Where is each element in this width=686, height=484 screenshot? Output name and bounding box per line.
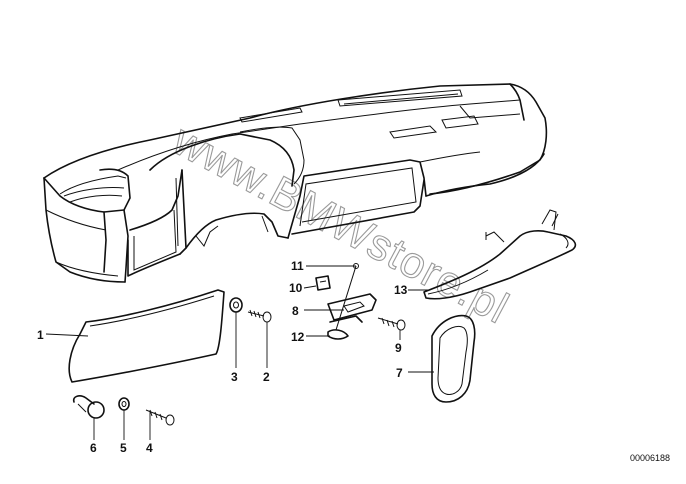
callout-10: 10 (289, 281, 303, 295)
dashboard-panel (43, 83, 548, 283)
screw-9 (377, 317, 406, 331)
screw-4 (145, 409, 175, 426)
nut-5 (118, 397, 130, 411)
nut-3 (229, 297, 243, 313)
callout-11: 11 (291, 259, 304, 273)
callout-1: 1 (37, 328, 44, 342)
callout-labels: 1 2 3 4 5 6 7 8 9 10 11 12 13 (37, 259, 408, 455)
screw-2 (247, 309, 272, 323)
callout-2: 2 (263, 370, 270, 384)
bracket-assembly (315, 263, 377, 340)
callout-3: 3 (231, 370, 238, 384)
trim-frame-7 (431, 314, 476, 403)
diagram-reference-number: 00006188 (630, 453, 670, 463)
callout-7: 7 (396, 366, 403, 380)
callout-6: 6 (90, 441, 97, 455)
callout-9: 9 (395, 341, 402, 355)
callout-12: 12 (291, 330, 305, 344)
knob-6 (72, 395, 105, 419)
callout-4: 4 (146, 441, 153, 455)
callout-8: 8 (292, 304, 299, 318)
callout-5: 5 (120, 441, 127, 455)
lower-trim-panel (68, 289, 225, 383)
callout-13: 13 (394, 283, 408, 297)
leader-lines (45, 265, 434, 440)
support-bracket-13 (423, 209, 577, 300)
